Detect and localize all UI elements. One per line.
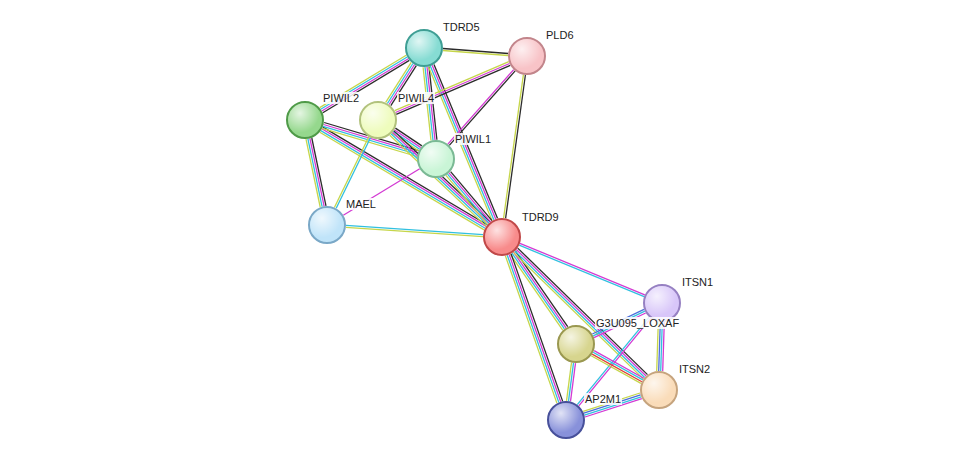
evidence-stripe bbox=[395, 62, 509, 111]
protein-node bbox=[417, 140, 455, 178]
node-label: MAEL bbox=[345, 198, 377, 210]
protein-node bbox=[286, 101, 324, 139]
evidence-stripe bbox=[443, 51, 508, 56]
interaction-edge bbox=[505, 254, 562, 403]
node-highlight bbox=[310, 208, 344, 242]
interaction-edge bbox=[306, 138, 326, 207]
evidence-stripe bbox=[446, 175, 487, 224]
node-label: ITSN2 bbox=[678, 363, 711, 375]
evidence-stripe bbox=[663, 322, 665, 371]
protein-node bbox=[640, 371, 678, 409]
interaction-edge bbox=[504, 75, 526, 219]
evidence-stripe bbox=[504, 75, 524, 218]
interaction-edge bbox=[448, 70, 515, 146]
evidence-stripe bbox=[659, 322, 661, 371]
interaction-edge bbox=[395, 62, 511, 115]
evidence-stripe bbox=[591, 356, 641, 384]
evidence-stripe bbox=[657, 322, 659, 371]
evidence-stripe bbox=[593, 352, 643, 380]
evidence-stripe bbox=[583, 393, 640, 411]
node-label: PIWIL2 bbox=[322, 92, 360, 104]
node-highlight bbox=[549, 403, 583, 437]
evidence-stripe bbox=[449, 173, 491, 222]
interaction-edge bbox=[591, 351, 644, 384]
node-highlight bbox=[642, 373, 676, 407]
evidence-stripe bbox=[448, 70, 514, 145]
node-highlight bbox=[407, 31, 441, 65]
node-highlight bbox=[510, 39, 544, 73]
evidence-stripe bbox=[592, 354, 642, 382]
node-label: TDRD5 bbox=[442, 21, 481, 33]
node-label: G3U095_LOXAF bbox=[595, 317, 680, 329]
evidence-stripe bbox=[515, 251, 645, 378]
node-label: PIWIL4 bbox=[397, 92, 435, 104]
evidence-stripe bbox=[395, 128, 422, 146]
evidence-stripe bbox=[391, 134, 487, 225]
interaction-edge bbox=[443, 49, 508, 56]
evidence-stripe bbox=[396, 64, 510, 113]
evidence-stripe bbox=[518, 248, 648, 375]
node-highlight bbox=[485, 220, 519, 254]
node-highlight bbox=[419, 142, 453, 176]
node-highlight bbox=[645, 286, 679, 320]
evidence-stripe bbox=[310, 138, 324, 206]
evidence-stripe bbox=[511, 254, 562, 401]
evidence-stripe bbox=[390, 135, 486, 226]
evidence-stripe bbox=[449, 71, 515, 145]
node-highlight bbox=[559, 327, 593, 361]
interaction-edge bbox=[446, 172, 492, 225]
interaction-edge bbox=[514, 248, 648, 379]
interaction-edge bbox=[657, 322, 665, 371]
protein-node bbox=[359, 101, 397, 139]
node-label: TDRD9 bbox=[521, 211, 560, 223]
interaction-edge bbox=[583, 393, 642, 417]
evidence-stripe bbox=[308, 139, 322, 207]
evidence-stripe bbox=[320, 55, 407, 107]
evidence-stripe bbox=[346, 225, 483, 234]
evidence-stripe bbox=[321, 57, 408, 109]
evidence-stripe bbox=[346, 227, 483, 236]
protein-node bbox=[547, 401, 585, 439]
node-label: PLD6 bbox=[545, 29, 575, 41]
evidence-stripe bbox=[334, 137, 368, 208]
evidence-stripe bbox=[312, 138, 326, 206]
evidence-stripe bbox=[322, 59, 409, 111]
evidence-stripe bbox=[448, 174, 490, 223]
protein-node bbox=[557, 325, 595, 363]
interaction-edge bbox=[343, 169, 419, 215]
evidence-stripe bbox=[509, 255, 561, 402]
protein-node bbox=[483, 218, 521, 256]
evidence-stripe bbox=[306, 139, 320, 207]
evidence-stripe bbox=[394, 130, 421, 148]
evidence-stripe bbox=[343, 169, 419, 215]
protein-node bbox=[308, 206, 346, 244]
evidence-stripe bbox=[567, 363, 572, 401]
evidence-stripe bbox=[594, 351, 644, 379]
node-highlight bbox=[288, 103, 322, 137]
interaction-edge bbox=[320, 55, 410, 112]
evidence-stripe bbox=[507, 255, 559, 402]
evidence-stripe bbox=[396, 65, 510, 114]
node-label: ITSN1 bbox=[681, 276, 714, 288]
protein-node bbox=[405, 29, 443, 67]
evidence-stripe bbox=[661, 322, 663, 371]
interaction-edge bbox=[346, 225, 483, 236]
node-label: AP2M1 bbox=[584, 393, 622, 405]
protein-node bbox=[508, 37, 546, 75]
evidence-stripe bbox=[506, 75, 526, 218]
node-label: PIWIL1 bbox=[454, 133, 492, 145]
interaction-edge bbox=[567, 363, 576, 402]
node-highlight bbox=[361, 103, 395, 137]
evidence-stripe bbox=[505, 256, 557, 403]
evidence-stripe bbox=[516, 250, 646, 377]
evidence-stripe bbox=[451, 172, 492, 221]
